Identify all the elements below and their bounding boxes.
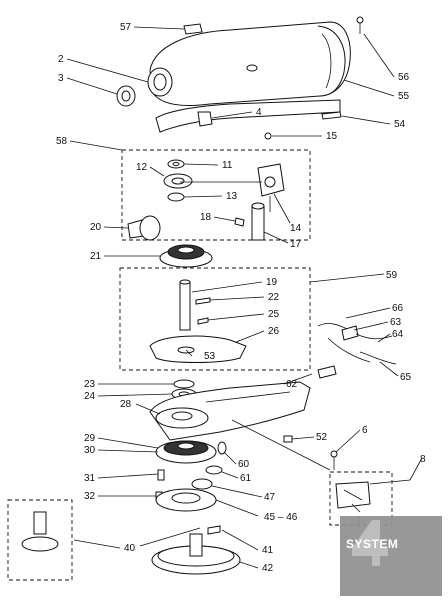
- watermark-logo: SYSTEM: [340, 516, 442, 596]
- label-63: 63: [390, 317, 402, 328]
- label-29: 29: [84, 433, 96, 444]
- motor-housing: [147, 21, 351, 133]
- label-25: 25: [268, 309, 280, 320]
- label-62: 62: [286, 379, 298, 390]
- label-55: 55: [398, 91, 410, 102]
- wiring-parts: [317, 323, 397, 365]
- part-61-gear: [205, 465, 223, 475]
- part-18-pin: [234, 217, 245, 227]
- label-15: 15: [326, 131, 338, 142]
- label-26: 26: [268, 326, 280, 337]
- part-3-cap: [116, 85, 136, 107]
- part-47-gear: [191, 478, 213, 490]
- label-30: 30: [84, 445, 96, 456]
- part-62-gear-case: [149, 365, 337, 441]
- leader-lines: [66, 26, 423, 569]
- part-20-worm-gear: [127, 215, 161, 241]
- part-19-shaft: [179, 279, 191, 331]
- group-box-59: [119, 267, 311, 371]
- part-15-screw: [264, 132, 272, 140]
- part-14-bracket: [257, 163, 285, 212]
- part-52-screw: [283, 435, 293, 443]
- label-18: 18: [200, 212, 212, 223]
- label-47: 47: [264, 492, 276, 503]
- label-6: 6: [362, 425, 368, 436]
- label-22: 22: [268, 292, 280, 303]
- label-20: 20: [90, 222, 102, 233]
- label-56: 56: [398, 72, 410, 83]
- label-58: 58: [56, 136, 68, 147]
- label-65: 65: [400, 372, 412, 383]
- label-53: 53: [204, 351, 216, 362]
- label-17: 17: [290, 239, 302, 250]
- part-56-screw: [356, 16, 364, 34]
- watermark-text: SYSTEM: [346, 537, 398, 551]
- part-11-washer: [167, 159, 185, 169]
- part-57-pin: [183, 23, 203, 35]
- part-54-screw: [321, 111, 342, 120]
- label-64: 64: [392, 329, 404, 340]
- part-40-inset: [21, 511, 59, 552]
- label-45-46: 45 – 46: [264, 512, 298, 523]
- part-12-bearing: [163, 173, 193, 189]
- label-3: 3: [58, 73, 64, 84]
- part-23-washer: [173, 379, 195, 389]
- label-66: 66: [392, 303, 404, 314]
- label-21: 21: [90, 251, 102, 262]
- label-32: 32: [84, 491, 96, 502]
- label-19: 19: [266, 277, 278, 288]
- label-31: 31: [84, 473, 96, 484]
- label-2: 2: [58, 54, 64, 65]
- label-4: 4: [256, 107, 262, 118]
- part-42-ring: [151, 533, 241, 575]
- label-23: 23: [84, 379, 96, 390]
- part-29-30-gear: [155, 440, 217, 464]
- label-61: 61: [240, 473, 252, 484]
- part-21-gear: [159, 244, 213, 268]
- label-52: 52: [316, 432, 328, 443]
- part-60-clip: [217, 441, 227, 455]
- label-12: 12: [136, 162, 148, 173]
- label-11: 11: [222, 160, 233, 171]
- part-41-pin: [207, 525, 221, 535]
- part-17-shaft: [251, 202, 265, 241]
- label-60: 60: [238, 459, 250, 470]
- label-59: 59: [386, 270, 398, 281]
- part-13-washer: [167, 192, 185, 202]
- label-54: 54: [394, 119, 406, 130]
- label-42: 42: [262, 563, 274, 574]
- part-28-gear: [155, 407, 209, 429]
- part-31-screw: [157, 469, 165, 481]
- label-14: 14: [290, 223, 302, 234]
- label-13: 13: [226, 191, 238, 202]
- part-6-screw: [330, 450, 338, 470]
- part-22-pin: [195, 297, 211, 305]
- label-41: 41: [262, 545, 274, 556]
- label-8: 8: [420, 454, 426, 465]
- label-28: 28: [120, 399, 132, 410]
- part-25-pin: [197, 317, 209, 325]
- inset-box-left: [7, 499, 73, 581]
- part-45-46-planetary: [155, 488, 217, 512]
- part-26-plate: [149, 335, 247, 363]
- label-24: 24: [84, 391, 96, 402]
- label-40: 40: [124, 543, 136, 554]
- label-57: 57: [120, 22, 132, 33]
- part-8-bracket: [335, 481, 371, 509]
